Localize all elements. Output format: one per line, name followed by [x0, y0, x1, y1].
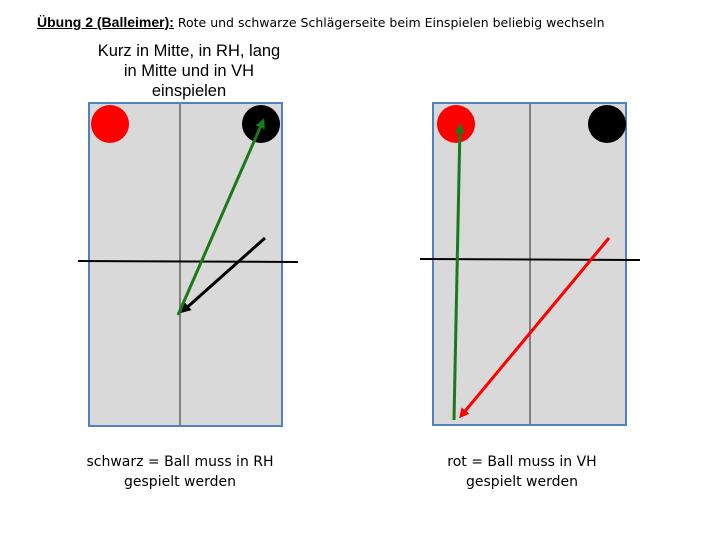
- left-caption: schwarz = Ball muss in RH gespielt werde…: [50, 452, 310, 492]
- left-caption-line-1: schwarz = Ball muss in RH: [86, 454, 274, 470]
- exercise-title-description: Rote und schwarze Schlägerseite beim Ein…: [173, 15, 605, 30]
- left-green-arrow: [176, 118, 265, 316]
- left-table-surface: [88, 102, 283, 427]
- right-caption-line-2: gespielt werden: [466, 474, 578, 490]
- instruction-line-3: einspielen: [151, 82, 227, 100]
- exercise-title-bold: Übung 2 (Balleimer):: [37, 14, 174, 30]
- exercise-title: Übung 2 (Balleimer): Rote und schwarze S…: [37, 14, 605, 30]
- instruction-line-2: in Mitte und in VH: [123, 62, 255, 80]
- right-green-arrow: [452, 123, 465, 421]
- instruction-line-1: Kurz in Mitte, in RH, lang: [97, 42, 281, 60]
- right-caption-line-1: rot = Ball muss in VH: [447, 454, 597, 470]
- left-table: [77, 102, 299, 427]
- instruction-text: Kurz in Mitte, in RH, lang in Mitte und …: [60, 41, 318, 101]
- left-black-arrow: [180, 236, 266, 313]
- right-red-arrow: [459, 237, 611, 419]
- left-caption-line-2: gespielt werden: [124, 474, 236, 490]
- right-black-ball: [588, 105, 626, 143]
- right-table: [419, 102, 641, 426]
- right-table-net: [419, 258, 641, 261]
- right-red-ball: [437, 105, 475, 143]
- left-red-ball: [91, 105, 129, 143]
- left-table-net: [77, 260, 299, 263]
- right-caption: rot = Ball muss in VH gespielt werden: [392, 452, 652, 492]
